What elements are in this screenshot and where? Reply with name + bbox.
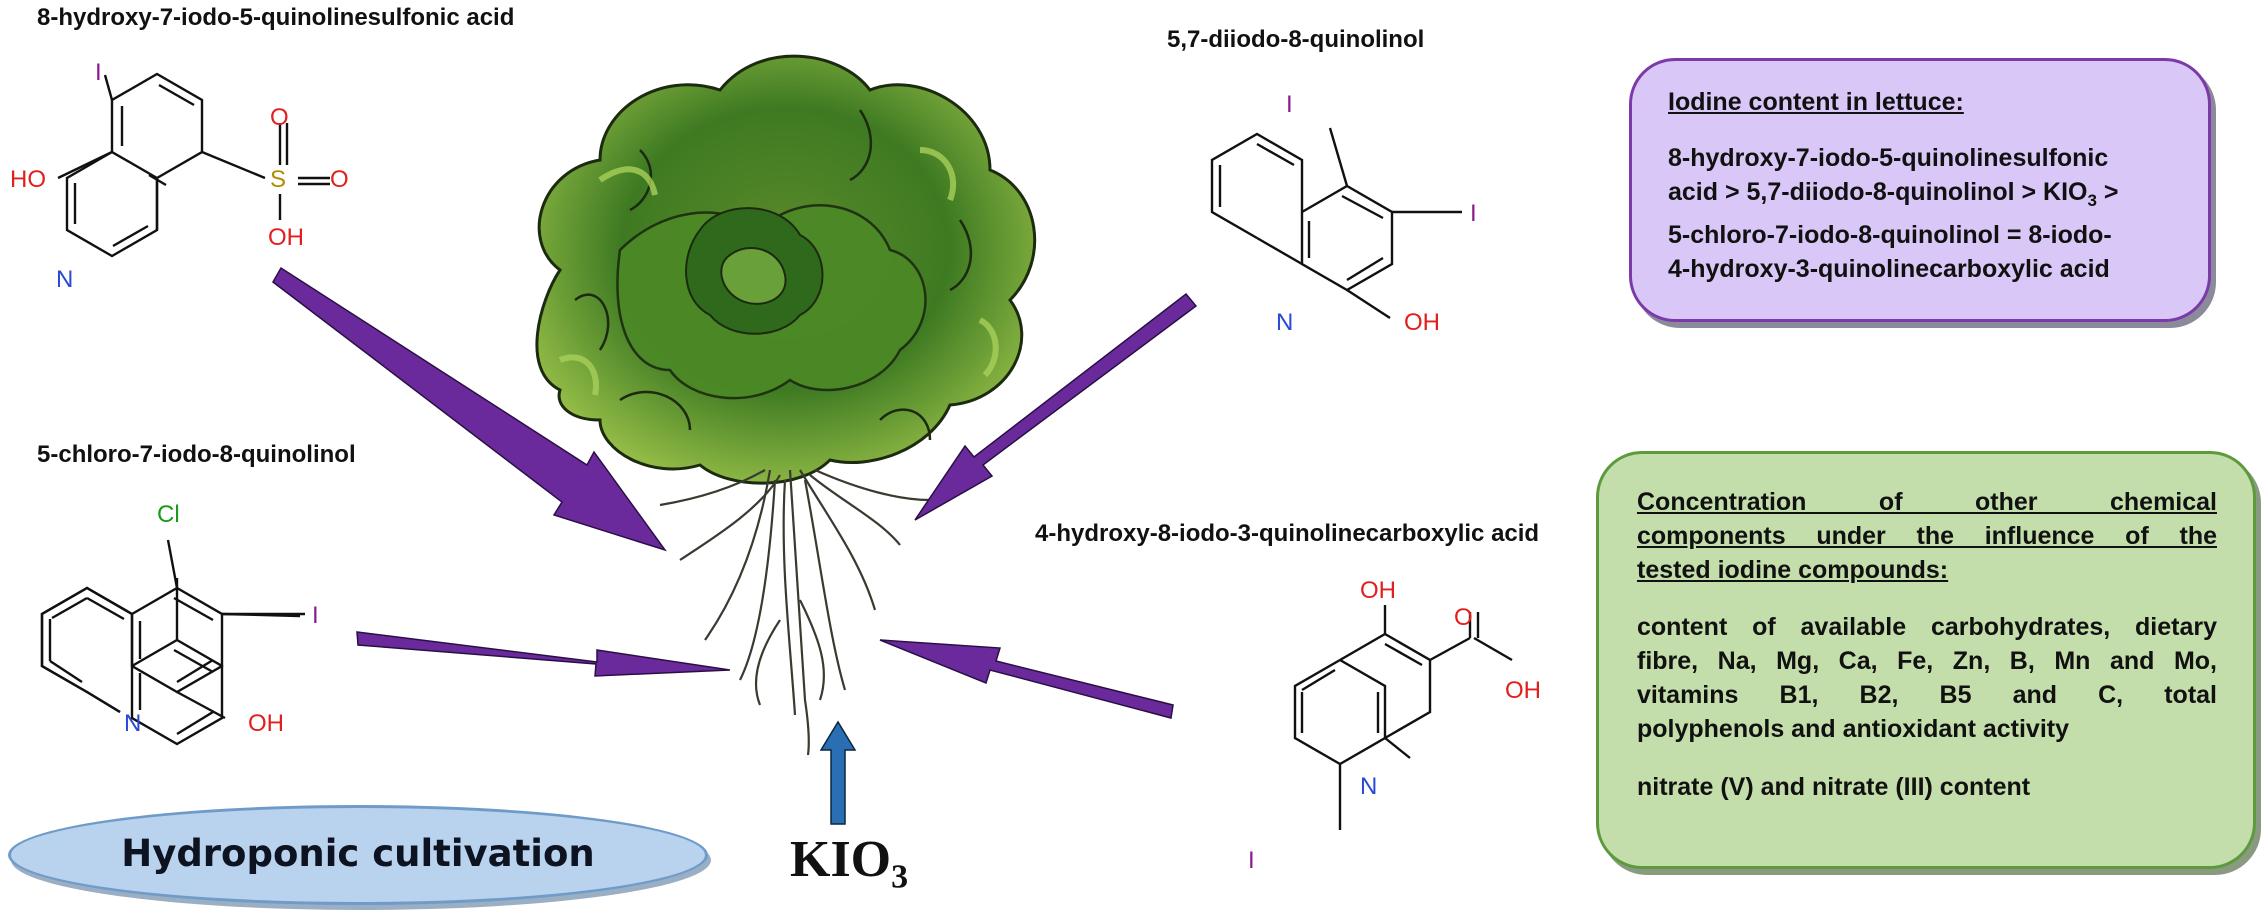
title-line: tested iodine compounds:: [1637, 556, 1949, 584]
structure-compound2: [1210, 127, 1462, 320]
atom-o: O: [1454, 604, 1473, 631]
ranking-subscript: 3: [2087, 191, 2097, 210]
atom-labels-compound4: OH O OH N I: [1248, 577, 1541, 874]
ranking-line: 8-hydroxy-7-iodo-5-quinolinesulfonic: [1668, 144, 2109, 172]
atom-i: I: [1248, 847, 1255, 874]
ranking-line: acid > 5,7-diiodo-8-quinolinol > KIO: [1668, 178, 2088, 206]
kio3-label: KIO3: [790, 830, 908, 896]
atom-i: I: [1470, 200, 1477, 227]
atom-cl: Cl: [157, 501, 180, 528]
increase-line: fibre, Na, Mg, Ca, Fe, Zn, B, Mn and Mo,: [1637, 647, 2217, 675]
kio3-subscript: 3: [891, 858, 909, 896]
lettuce-illustration: [535, 54, 1037, 756]
atom-i: I: [95, 59, 102, 86]
compound2-name: 5,7-diiodo-8-quinolinol: [1167, 26, 1425, 53]
iodine-content-box: Iodine content in lettuce: 8-hydroxy-7-i…: [1629, 58, 2211, 322]
atom-oh: OH: [1360, 577, 1396, 604]
atom-o: O: [330, 166, 349, 193]
compound1-name: 8-hydroxy-7-iodo-5-quinolinesulfonic aci…: [37, 4, 515, 31]
atom-n: N: [1360, 773, 1377, 800]
arrow-kio3-to-plant: [819, 720, 857, 825]
atom-labels-compound3: Cl I N OH: [124, 501, 319, 737]
cultivation-text: Hydroponic cultivation: [121, 832, 595, 875]
other-components-title: Concentration of other chemical componen…: [1637, 485, 2217, 587]
atom-oh: OH: [248, 710, 284, 737]
compound3-name: 5-chloro-7-iodo-8-quinolinol: [37, 441, 356, 468]
hydroponic-cultivation-label: Hydroponic cultivation: [8, 805, 708, 905]
increased-components: content of available carbohydrates, diet…: [1637, 610, 2217, 746]
atom-ho: HO: [10, 166, 46, 193]
atom-n: N: [124, 710, 141, 737]
atom-n: N: [56, 266, 73, 293]
increase-line: vitamins B1, B2, B5 and C, total: [1637, 681, 2217, 709]
arrow-compound1-to-plant: [272, 266, 667, 552]
compound4-name: 4-hydroxy-8-iodo-3-quinolinecarboxylic a…: [1035, 520, 1540, 547]
arrow-compound2-to-plant: [914, 292, 1198, 521]
iodine-content-ranking: 8-hydroxy-7-iodo-5-quinolinesulfonic aci…: [1668, 141, 2188, 286]
structure-compound4: [1293, 605, 1513, 830]
atom-i: I: [1286, 91, 1293, 118]
ranking-line: 4-hydroxy-3-quinolinecarboxylic acid: [1668, 255, 2110, 283]
atom-labels-compound2: I I N OH: [1276, 91, 1477, 336]
title-line: Concentration of other chemical: [1637, 488, 2217, 516]
structure-compound3-skeleton: [40, 539, 305, 720]
arrow-compound3-to-plant: [356, 631, 731, 677]
structure-compound1: [57, 72, 330, 258]
ranking-line: 5-chloro-7-iodo-8-quinolinol = 8-iodo-: [1668, 221, 2112, 249]
title-line: components under the influence of the: [1637, 522, 2217, 550]
ranking-line: >: [2096, 178, 2119, 206]
decreased-components: nitrate (V) and nitrate (III) content: [1637, 773, 2031, 801]
atom-labels-compound1: I HO N S O O OH: [10, 59, 349, 293]
atom-n: N: [1276, 309, 1293, 336]
kio3-main: KIO: [790, 831, 892, 888]
atom-s: S: [270, 166, 286, 193]
increase-line: polyphenols and antioxidant activity: [1637, 715, 2070, 743]
lettuce-roots: [659, 468, 931, 756]
atom-oh: OH: [268, 224, 304, 251]
other-components-box: Concentration of other chemical componen…: [1596, 451, 2256, 869]
atom-oh: OH: [1404, 309, 1440, 336]
arrow-compound4-to-plant: [879, 639, 1174, 719]
increase-line: content of available carbohydrates, diet…: [1637, 613, 2217, 641]
iodine-content-title: Iodine content in lettuce:: [1668, 88, 1964, 116]
atom-oh: OH: [1505, 677, 1541, 704]
atom-o: O: [270, 104, 289, 131]
atom-i: I: [312, 602, 319, 629]
